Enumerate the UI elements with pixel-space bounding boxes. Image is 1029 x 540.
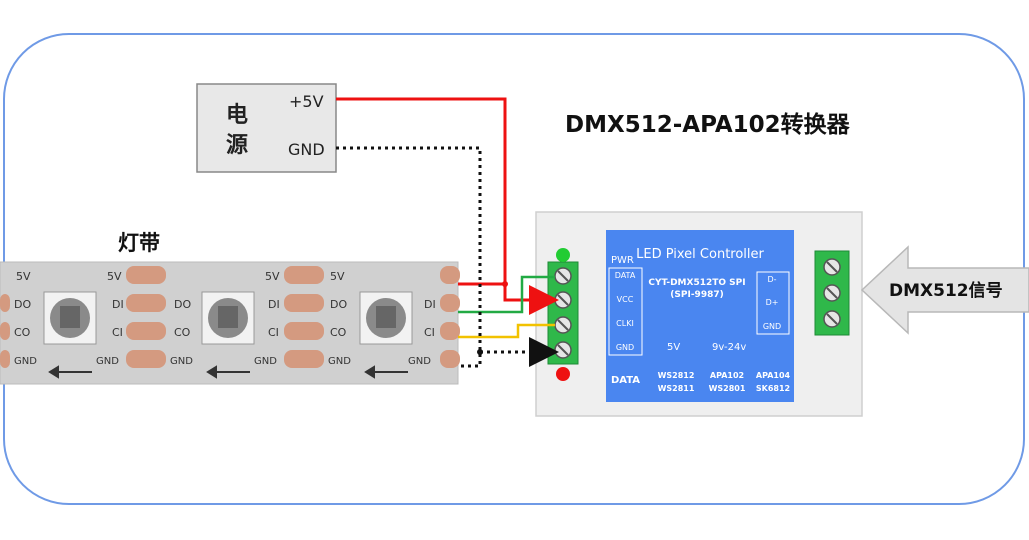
left-pin-data: DATA (615, 271, 636, 280)
dmx-terminal-block (814, 250, 850, 336)
chip-ws2812: WS2812 (658, 371, 695, 380)
strip-do-label: DO (174, 298, 191, 311)
chip-apa102: APA102 (710, 371, 744, 380)
chip-ws2811: WS2811 (658, 384, 695, 393)
strip-do-label: DO (14, 298, 31, 311)
power-label-2: 源 (226, 133, 248, 158)
diagram-title: DMX512-APA102转换器 (565, 111, 851, 138)
gnd-wire (336, 146, 482, 368)
power-label-1: 电 (226, 103, 248, 128)
right-pin-gnd: GND (763, 322, 781, 331)
power-supply: 电 源 +5V GND (196, 83, 337, 173)
left-pin-gnd: GND (616, 343, 634, 352)
chip-sk6812: SK6812 (756, 384, 790, 393)
yellow-wire (458, 323, 555, 339)
strip-5v-label: 5V (265, 270, 280, 283)
output-terminal-block (547, 248, 579, 381)
strip-5v-label: 5V (16, 270, 31, 283)
strip-gnd-label: GND (328, 356, 351, 367)
strip-ci-label: CI (424, 326, 435, 339)
strip-ci-label: CI (112, 326, 123, 339)
right-pin-dplus: D+ (766, 298, 779, 307)
power-gnd-label: GND (288, 140, 325, 159)
strip-do-label: DO (330, 298, 347, 311)
chip-apa104: APA104 (756, 371, 791, 380)
led-strip: 5V 5V 5V 5V DO DI DO DI DO DI CO CI CO C… (0, 261, 460, 385)
left-pin-clki: CLKI (616, 319, 634, 328)
dmx-signal-arrow-icon (860, 245, 1029, 335)
chip-ws2801: WS2801 (709, 384, 746, 393)
strip-label: 灯带 (118, 231, 160, 255)
strip-di-label: DI (112, 298, 124, 311)
voltage-9-24-label: 9v-24v (712, 342, 746, 353)
data-label: DATA (611, 375, 640, 386)
strip-di-label: DI (268, 298, 280, 311)
power-plus-label: +5V (289, 92, 324, 111)
controller-title: LED Pixel Controller (636, 247, 764, 262)
strip-gnd-label: GND (170, 356, 193, 367)
strip-5v-label: 5V (107, 270, 122, 283)
data-led-icon (556, 367, 570, 381)
controller-model-sub: (SPI-9987) (670, 290, 723, 300)
green-wire (458, 275, 555, 314)
pwr-label: PWR (611, 255, 634, 266)
controller-model: CYT-DMX512TO SPI (648, 278, 745, 288)
strip-5v-label: 5V (330, 270, 345, 283)
strip-gnd-label: GND (14, 356, 37, 367)
left-pin-vcc: VCC (617, 295, 634, 304)
strip-di-label: DI (424, 298, 436, 311)
strip-co-label: CO (330, 326, 347, 339)
strip-gnd-label: GND (408, 356, 431, 367)
strip-ci-label: CI (268, 326, 279, 339)
right-pin-dminus: D- (767, 275, 776, 284)
controller-panel: LED Pixel Controller PWR CYT-DMX512TO SP… (606, 230, 794, 402)
voltage-5v-label: 5V (667, 342, 680, 353)
strip-co-label: CO (174, 326, 191, 339)
dmx-signal-label: DMX512信号 (889, 280, 1003, 301)
power-led-icon (556, 248, 570, 262)
strip-co-label: CO (14, 326, 31, 339)
strip-gnd-label: GND (96, 356, 119, 367)
strip-gnd-label: GND (254, 356, 277, 367)
red-wire (336, 97, 559, 315)
